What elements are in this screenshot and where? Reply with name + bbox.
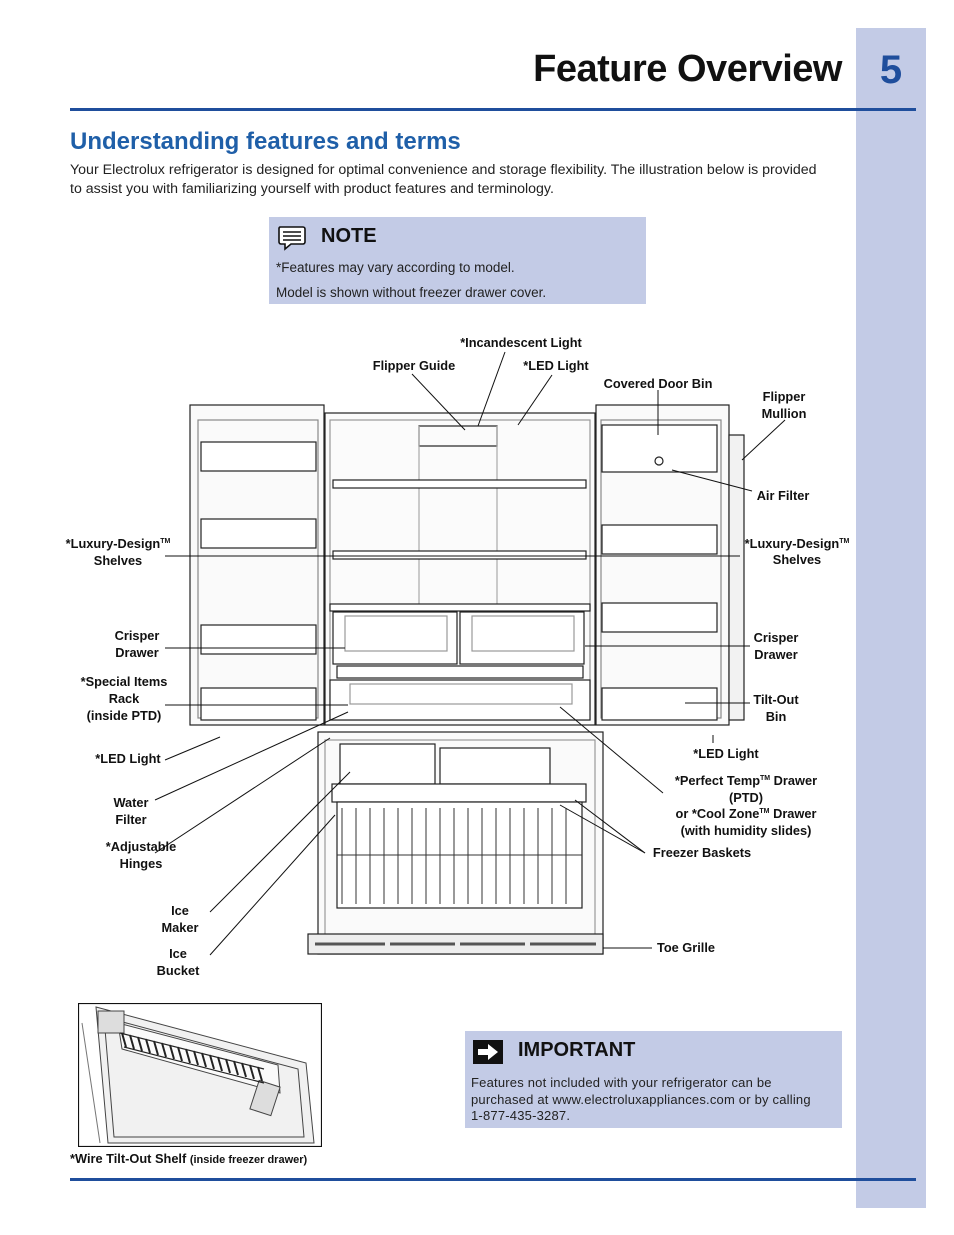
section-heading: Understanding features and terms	[70, 128, 461, 155]
label-led-light-top: *LED Light	[523, 358, 589, 373]
label-adjustable-hinges-2: Hinges	[120, 856, 163, 871]
refrigerator-diagram: *Incandescent Light Flipper Guide *LED L…	[66, 335, 850, 978]
page-number: 5	[879, 48, 903, 92]
label-tilt-out-bin-2: Bin	[766, 709, 787, 724]
label-toe-grille: Toe Grille	[657, 940, 715, 955]
label-adjustable-hinges-1: *Adjustable	[106, 839, 176, 854]
label-flipper-mullion-2: Mullion	[762, 406, 807, 421]
label-ice-bucket-2: Bucket	[157, 963, 200, 978]
top-rule	[70, 108, 916, 111]
label-luxury-left-2: Shelves	[94, 553, 142, 568]
label-flipper-mullion-1: Flipper	[763, 389, 806, 404]
wire-shelf-caption: *Wire Tilt-Out Shelf (inside freezer dra…	[70, 1151, 308, 1166]
label-ice-bucket-1: Ice	[169, 946, 187, 961]
bottom-rule	[70, 1178, 916, 1181]
note-title: NOTE	[321, 225, 377, 247]
label-crisper-right-2: Drawer	[754, 647, 797, 662]
label-incandescent-light: *Incandescent Light	[460, 335, 582, 350]
arrow-right-icon	[473, 1040, 503, 1064]
label-special-items-1: *Special Items	[81, 674, 168, 689]
label-special-items-2: Rack	[109, 691, 140, 706]
label-water-filter-2: Filter	[115, 812, 146, 827]
note-icon	[278, 226, 306, 251]
side-band	[856, 28, 926, 1208]
intro-text: Your Electrolux refrigerator is designed…	[70, 162, 817, 197]
label-perfect-temp-1: *Perfect TempTM Drawer	[675, 773, 817, 788]
note-line-2: Model is shown without freezer drawer co…	[276, 285, 547, 300]
important-panel: IMPORTANT Features not included with you…	[465, 1031, 842, 1128]
wire-shelf-illustration	[78, 1003, 322, 1147]
label-ice-maker-2: Maker	[162, 920, 199, 935]
label-covered-door-bin: Covered Door Bin	[604, 376, 713, 391]
label-tilt-out-bin-1: Tilt-Out	[753, 692, 799, 707]
label-crisper-left-1: Crisper	[115, 628, 160, 643]
important-title: IMPORTANT	[518, 1039, 636, 1061]
important-text: Features not included with your refriger…	[471, 1075, 811, 1123]
label-water-filter-1: Water	[113, 795, 148, 810]
label-luxury-right-2: Shelves	[773, 552, 821, 567]
label-flipper-guide: Flipper Guide	[373, 358, 455, 373]
label-perfect-temp-2: (PTD)	[729, 790, 763, 805]
label-perfect-temp-3: or *Cool ZoneTM Drawer	[676, 806, 817, 821]
label-luxury-right-1: *Luxury-DesignTM	[745, 536, 850, 551]
label-led-light-left: *LED Light	[95, 751, 161, 766]
label-crisper-right-1: Crisper	[754, 630, 799, 645]
label-freezer-baskets: Freezer Baskets	[653, 845, 751, 860]
note-line-1: *Features may vary according to model.	[276, 260, 515, 275]
page-title: Feature Overview	[533, 48, 842, 90]
label-luxury-left-1: *Luxury-DesignTM	[66, 536, 171, 551]
label-led-light-right: *LED Light	[693, 746, 759, 761]
label-ice-maker-1: Ice	[171, 903, 189, 918]
label-crisper-left-2: Drawer	[115, 645, 158, 660]
note-panel: NOTE *Features may vary according to mod…	[269, 217, 646, 304]
label-special-items-3: (inside PTD)	[87, 708, 162, 723]
label-air-filter: Air Filter	[757, 488, 810, 503]
label-perfect-temp-4: (with humidity slides)	[681, 823, 812, 838]
